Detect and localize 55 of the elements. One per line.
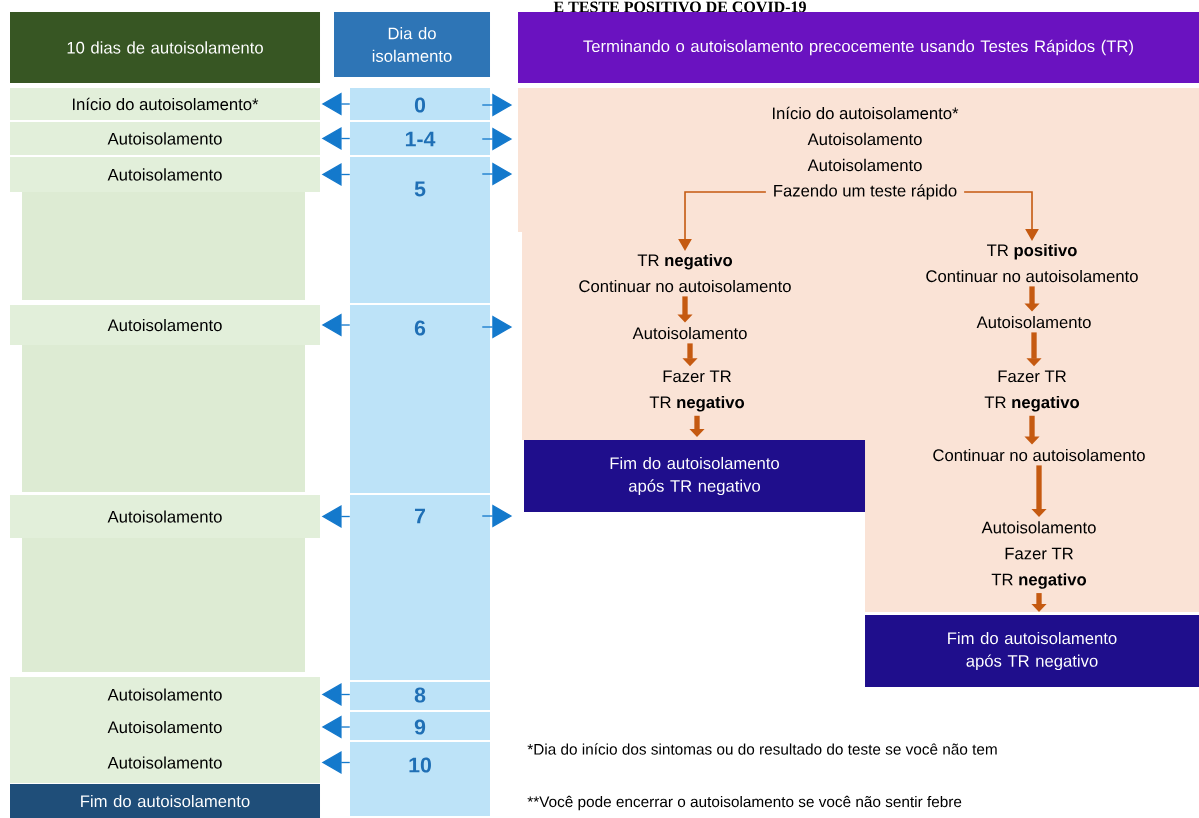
node-label: 1-4 (405, 131, 436, 147)
day-cell: 7 (350, 495, 490, 680)
step-text: Fazer TR TR negativo (649, 370, 745, 412)
node-label: 5 (414, 181, 426, 197)
header-box: 10 dias de autoisolamento (10, 12, 320, 83)
day-cell: 10 (350, 742, 490, 816)
node-label: Autoisolamento (107, 168, 222, 181)
day-cell: 1-4 (350, 122, 490, 155)
row-box: Autoisolamento (10, 677, 320, 712)
end-box: Fim do autoisolamento após TR negativo (865, 615, 1199, 687)
row-box: Autoisolamento (10, 305, 320, 492)
arrow (963, 191, 1039, 241)
day-cell: 0 (350, 88, 490, 120)
node-label: 9 (414, 719, 426, 735)
row-box: Autoisolamento (10, 712, 320, 742)
arrow (678, 191, 767, 251)
end-box: Fim do autoisolamento (10, 784, 320, 818)
node-label: 8 (414, 687, 426, 703)
row-box: Autoisolamento (10, 157, 320, 300)
step-text: Fazendo um teste rápido (774, 184, 957, 200)
footnote: **Você pode encerrar o autoisolamento se você não sentir febre (527, 795, 962, 811)
row-box: Autoisolamento (10, 122, 320, 155)
step-text: Continuar no autoisolamento (933, 448, 1145, 462)
node-label: 0 (414, 97, 426, 113)
node-label: Autoisolamento (107, 720, 222, 734)
step-text: Autoisolamento (807, 132, 922, 146)
day-cell: 5 (350, 157, 490, 303)
node-label: Autoisolamento (107, 688, 222, 701)
row-box: Autoisolamento (10, 495, 320, 672)
day-cell: 6 (350, 305, 490, 493)
footnote: *Dia do início dos sintomas ou do resultado do teste se você não tem (527, 743, 997, 755)
step-text: Autoisolamento (807, 158, 922, 172)
node-label: Autoisolamento (107, 756, 222, 769)
node-label: Autoisolamento (107, 318, 222, 332)
title: E TESTE POSITIVO DE COVID-19 (553, 1, 806, 13)
header-box: Dia do isolamento (334, 12, 490, 77)
step-text: Fazer TR TR negativo (984, 370, 1080, 412)
row-box: Início do autoisolamento* (10, 88, 320, 120)
node-label: 6 (414, 320, 426, 336)
step-text: Autoisolamento (976, 315, 1091, 329)
header-box: Terminando o autoisolamento precocemente usando Testes Rápidos (TR) (518, 12, 1199, 83)
row-box: Autoisolamento (10, 742, 320, 783)
step-text: Autoisolamento Fazer TR TR negativo (981, 521, 1096, 589)
node-label: Autoisolamento (107, 132, 222, 145)
step-text: TR positivo Continuar no autoisolamento (926, 243, 1138, 283)
node-label: Início do autoisolamento* (72, 97, 259, 111)
node-label: Autoisolamento (107, 510, 222, 523)
node-label: 10 (409, 757, 431, 773)
end-box: Fim do autoisolamento após TR negativo (524, 440, 865, 512)
step-text: TR negativo Continuar no autoisolamento (579, 253, 791, 293)
step-text: Início do autoisolamento* (773, 106, 959, 120)
step-text: Autoisolamento (632, 326, 747, 340)
node-label: 7 (414, 508, 425, 524)
day-cell: 9 (350, 712, 490, 740)
day-cell: 8 (350, 682, 490, 710)
